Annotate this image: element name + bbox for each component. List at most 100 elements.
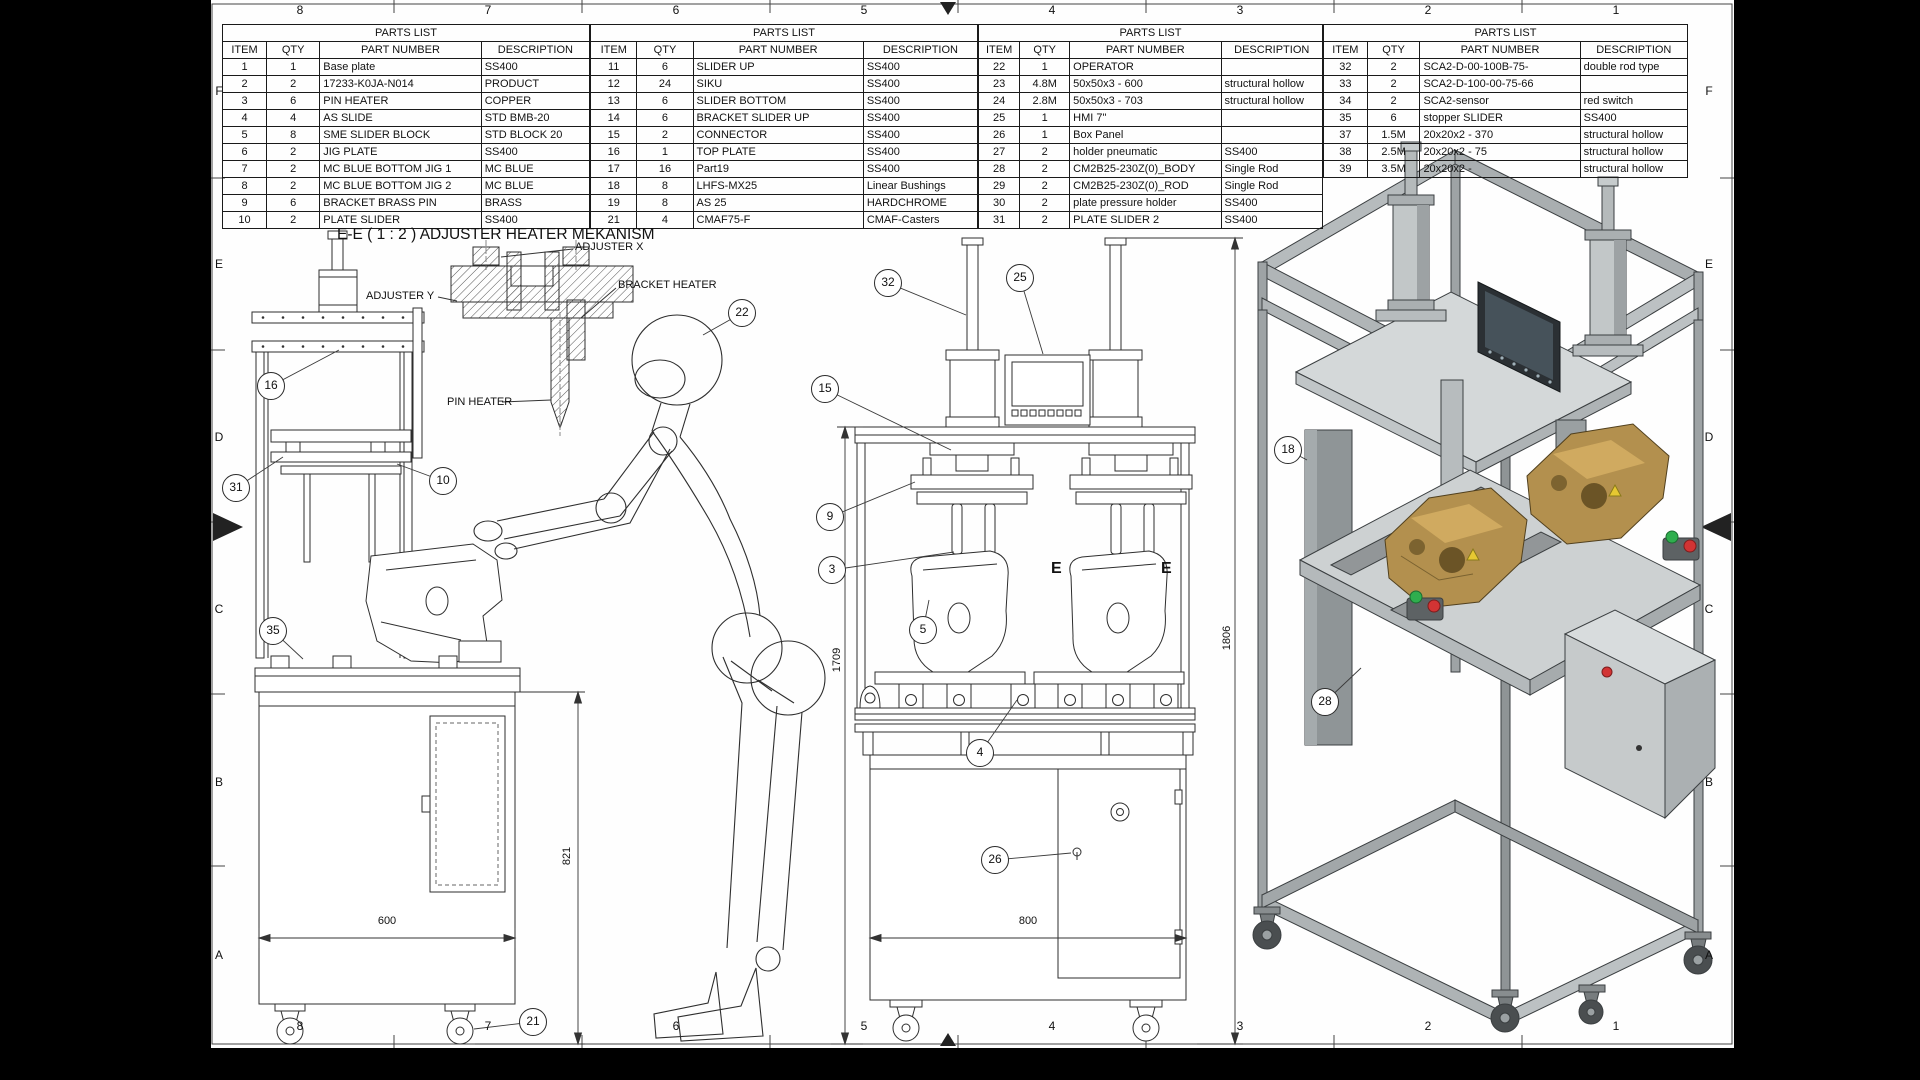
table-cell: 1 xyxy=(1019,58,1071,76)
detail-section-view xyxy=(437,240,634,436)
table-cell: 23 xyxy=(977,75,1021,93)
table-cell: 3.5M xyxy=(1366,160,1421,178)
center-mark-icon xyxy=(1701,513,1731,541)
table-cell: MC BLUE BOTTOM JIG 1 xyxy=(319,160,482,178)
table-cell: 2 xyxy=(1019,177,1071,195)
table-cell: SCA2-sensor xyxy=(1419,92,1581,110)
table-cell: BRACKET BRASS PIN xyxy=(319,194,482,212)
table-cell: Single Rod xyxy=(1220,160,1323,178)
balloon-callout: 3 xyxy=(818,556,846,584)
table-cell: MC BLUE xyxy=(480,177,591,195)
balloon-callout: 22 xyxy=(728,299,756,327)
table-cell: STD BLOCK 20 xyxy=(480,126,591,144)
column-header: DESCRIPTION xyxy=(862,41,979,59)
table-cell: 37 xyxy=(1323,126,1368,144)
zone-number: 4 xyxy=(1048,1019,1056,1033)
balloon-callout: 32 xyxy=(874,269,902,297)
table-cell: CM2B25-230Z(0)_BODY xyxy=(1069,160,1222,178)
column-header: ITEM xyxy=(1323,41,1368,59)
table-cell: 12 xyxy=(589,75,638,93)
table-cell: HARDCHROME xyxy=(862,194,979,212)
zone-letter: D xyxy=(214,430,224,444)
table-cell: JIG PLATE xyxy=(319,143,482,161)
zone-letter: C xyxy=(214,602,224,616)
table-cell: 39 xyxy=(1323,160,1368,178)
table-cell: 6 xyxy=(636,58,694,76)
center-mark-icon xyxy=(940,1033,956,1046)
table-cell: STD BMB-20 xyxy=(480,109,591,127)
parts-list-title: PARTS LIST xyxy=(222,24,590,42)
table-cell: 1 xyxy=(266,58,321,76)
table-cell: 2 xyxy=(266,75,321,93)
table-cell: AS SLIDE xyxy=(319,109,482,127)
detail-label: ADJUSTER Y xyxy=(366,290,435,302)
table-cell: SS400 xyxy=(1220,211,1323,229)
zone-number: 7 xyxy=(484,1019,492,1033)
table-cell xyxy=(1220,58,1323,76)
parts-list-title: PARTS LIST xyxy=(1323,24,1688,42)
table-cell: SS400 xyxy=(862,92,979,110)
table-cell: SS400 xyxy=(862,143,979,161)
detail-label: PIN HEATER xyxy=(447,396,513,408)
table-cell: 27 xyxy=(977,143,1021,161)
table-cell: 2 xyxy=(1366,75,1421,93)
dimension-label: 600 xyxy=(375,915,399,927)
table-cell: 11 xyxy=(589,58,638,76)
table-cell: 8 xyxy=(636,177,694,195)
zone-letter: E xyxy=(214,257,223,271)
table-cell: 1 xyxy=(221,58,268,76)
table-cell: 6 xyxy=(266,194,321,212)
zone-number: 5 xyxy=(860,3,868,17)
table-cell: SME SLIDER BLOCK xyxy=(319,126,482,144)
table-cell: 2 xyxy=(266,160,321,178)
table-cell: 2 xyxy=(1019,211,1071,229)
table-cell xyxy=(1220,109,1323,127)
zone-number: 7 xyxy=(484,3,492,17)
table-cell: SIKU xyxy=(692,75,864,93)
table-cell: 31 xyxy=(977,211,1021,229)
table-cell: 20x20x2 - 370 xyxy=(1419,126,1581,144)
table-cell: BRASS xyxy=(480,194,591,212)
table-cell: 17 xyxy=(589,160,638,178)
table-cell: PRODUCT xyxy=(480,75,591,93)
table-cell: 29 xyxy=(977,177,1021,195)
column-header: QTY xyxy=(266,41,321,59)
dimension-label: 1806 xyxy=(1221,623,1233,653)
table-cell: 6 xyxy=(636,92,694,110)
zone-number: 1 xyxy=(1612,3,1620,17)
table-cell: CM2B25-230Z(0)_ROD xyxy=(1069,177,1222,195)
table-cell: 8 xyxy=(221,177,268,195)
table-cell: 19 xyxy=(589,194,638,212)
table-cell: CMAF75-F xyxy=(692,211,864,229)
zone-number: 3 xyxy=(1236,1019,1244,1033)
zone-number: 2 xyxy=(1424,1019,1432,1033)
zone-letter: A xyxy=(1704,948,1713,962)
table-cell: 50x50x3 - 600 xyxy=(1069,75,1222,93)
middle-front-view xyxy=(854,237,1196,1042)
zone-number: 6 xyxy=(672,1019,680,1033)
table-cell: SS400 xyxy=(862,126,979,144)
left-front-view xyxy=(251,230,521,1045)
table-cell: 4 xyxy=(221,109,268,127)
table-cell: 21 xyxy=(589,211,638,229)
zone-letter: B xyxy=(214,775,223,789)
zone-letter: A xyxy=(214,948,223,962)
column-header: ITEM xyxy=(977,41,1021,59)
